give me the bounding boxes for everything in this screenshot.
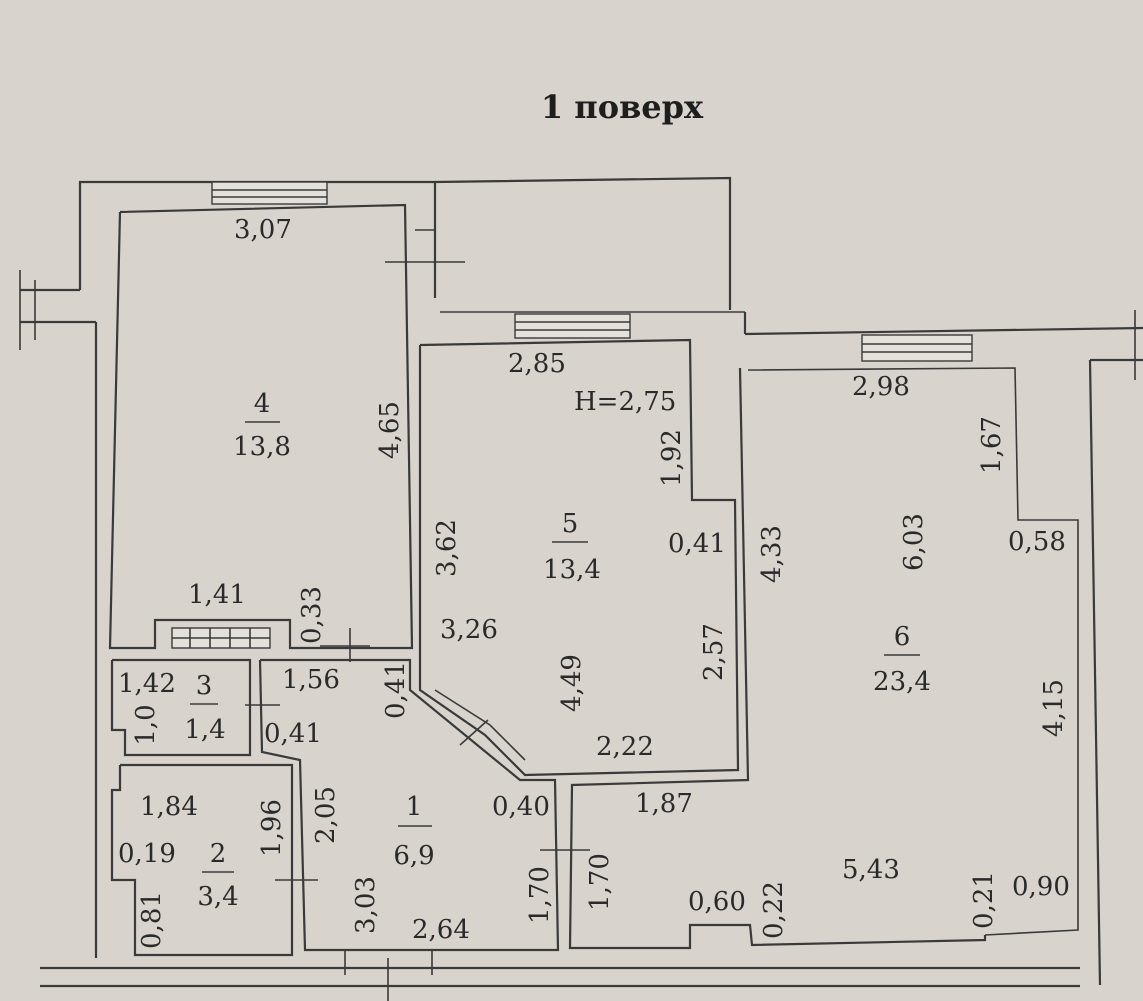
dim-r4-bottom: 1,41: [188, 580, 246, 610]
dim-r4-right: 4,65: [375, 401, 405, 459]
dim-r2-step: 0,19: [118, 839, 176, 869]
dim-r5-right-lower: 2,57: [699, 623, 729, 681]
dim-r2-right: 1,96: [257, 799, 287, 857]
dim-r1-door: 0,41: [381, 661, 411, 719]
dim-r6-top: 2,98: [852, 372, 910, 402]
dim-r5-inner: 3,26: [440, 615, 498, 645]
dim-r6-side: 1,70: [585, 853, 615, 911]
dim-r1-wall: 0,41: [264, 719, 322, 749]
dim-r3-left: 1,0: [131, 704, 161, 745]
room-6-number: 6: [894, 622, 911, 652]
dim-r1-step: 0,40: [492, 792, 550, 822]
room-1-number: 1: [406, 792, 423, 822]
dim-r6-step: 0,58: [1008, 527, 1066, 557]
dim-r1-upper: 2,05: [311, 786, 341, 844]
dimensions-vertical: 4,65 0,33 1,92 3,62 4,49 2,57 4,33 6,03 …: [131, 401, 1069, 949]
room-3-walls: [110, 658, 280, 757]
dim-r5-step: 0,41: [668, 529, 726, 559]
room-1-walls: [258, 658, 590, 1001]
room-3-number: 3: [196, 671, 213, 701]
ceiling-height: H=2,75: [574, 387, 676, 417]
dim-r1-bottom: 2,64: [412, 915, 470, 945]
dim-r1-right: 1,70: [525, 866, 555, 924]
dim-r6-left: 4,33: [757, 525, 787, 583]
dim-r6-center: 6,03: [899, 513, 929, 571]
dim-r5-bottom: 2,22: [596, 732, 654, 762]
room-labels: 4 13,8 5 13,4 6 23,4 3 1,4 1 6,9 2 3,4 H…: [184, 387, 931, 912]
room-5-number: 5: [562, 509, 579, 539]
dim-r1-top: 1,56: [282, 665, 340, 695]
room-4-area: 13,8: [233, 432, 291, 462]
dim-r1-left: 3,03: [351, 876, 381, 934]
dimensions-horizontal: 3,07 1,41 2,85 0,41 3,26 2,22 2,98 0,58 …: [118, 215, 1070, 945]
dim-r4-stub: 0,33: [297, 586, 327, 644]
dim-r6-bottom-step: 0,21: [969, 871, 999, 929]
room-6-walls: [568, 367, 987, 950]
dim-r5-right-upper: 1,92: [657, 429, 687, 487]
dim-r5-left: 3,62: [432, 519, 462, 577]
dim-r2-bottom-left: 0,81: [137, 891, 167, 949]
outer-walls: [19, 176, 1143, 988]
dim-r3-top: 1,42: [118, 669, 176, 699]
room-6-area: 23,4: [873, 667, 931, 697]
windows: [211, 181, 973, 362]
room-4-number: 4: [254, 389, 271, 419]
room-5-walls: [418, 338, 1079, 936]
dim-r5-top: 2,85: [508, 349, 566, 379]
room-1-area: 6,9: [393, 841, 434, 871]
dim-r5-center: 4,49: [557, 654, 587, 712]
room-5-area: 13,4: [543, 555, 601, 585]
dim-r2-top: 1,84: [140, 792, 198, 822]
room-3-area: 1,4: [184, 715, 225, 745]
dim-r6-lower-center: 5,43: [842, 855, 900, 885]
dim-r4-top: 3,07: [234, 215, 292, 245]
plan-title: 1 поверх: [541, 88, 704, 126]
dim-r6-bottom-right: 0,90: [1012, 872, 1070, 902]
room-4-walls: [108, 203, 414, 662]
room-2-area: 3,4: [197, 882, 238, 912]
room-2-number: 2: [210, 839, 227, 869]
dim-r6-right-upper: 1,67: [977, 416, 1007, 474]
room-2-walls: [110, 763, 318, 957]
dim-r6-notch: 0,60: [688, 887, 746, 917]
dim-r6-right-lower: 4,15: [1039, 679, 1069, 737]
dim-r6-lower-left: 1,87: [635, 789, 693, 819]
dim-r6-notch-depth: 0,22: [759, 881, 789, 939]
